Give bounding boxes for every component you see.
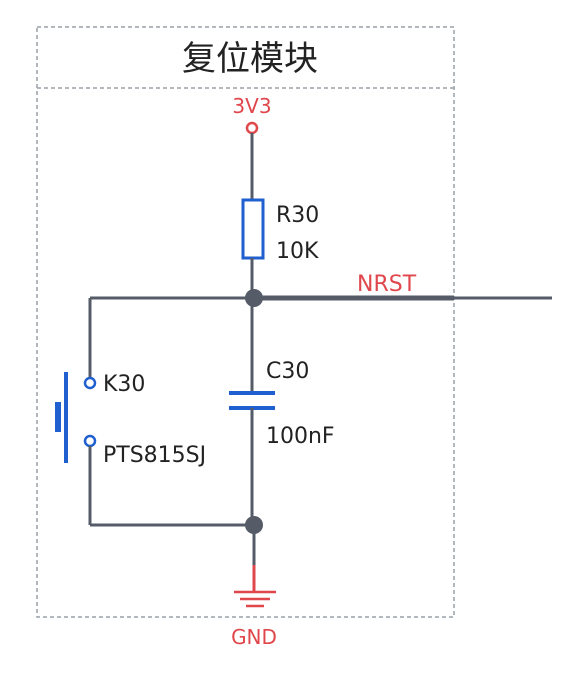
ground-label: GND [231,625,277,649]
switch-pin-top-icon [83,376,97,390]
net-label-nrst: NRST [357,272,417,297]
module-title: 复位模块 [182,39,318,79]
power-label: 3V3 [232,94,271,118]
power-pin-icon [245,121,259,135]
module-border [36,26,455,618]
switch-part: PTS815SJ [103,443,206,468]
junction-top-dot [245,289,263,307]
capacitor-ref: C30 [266,359,309,384]
resistor-ref: R30 [276,203,319,228]
resistor-r30-symbol [241,198,265,260]
ground-icon [234,590,276,608]
resistor-value: 10K [276,239,319,264]
switch-ref: K30 [103,372,145,397]
switch-pin-bottom-icon [83,434,97,448]
capacitor-value: 100nF [266,424,335,449]
